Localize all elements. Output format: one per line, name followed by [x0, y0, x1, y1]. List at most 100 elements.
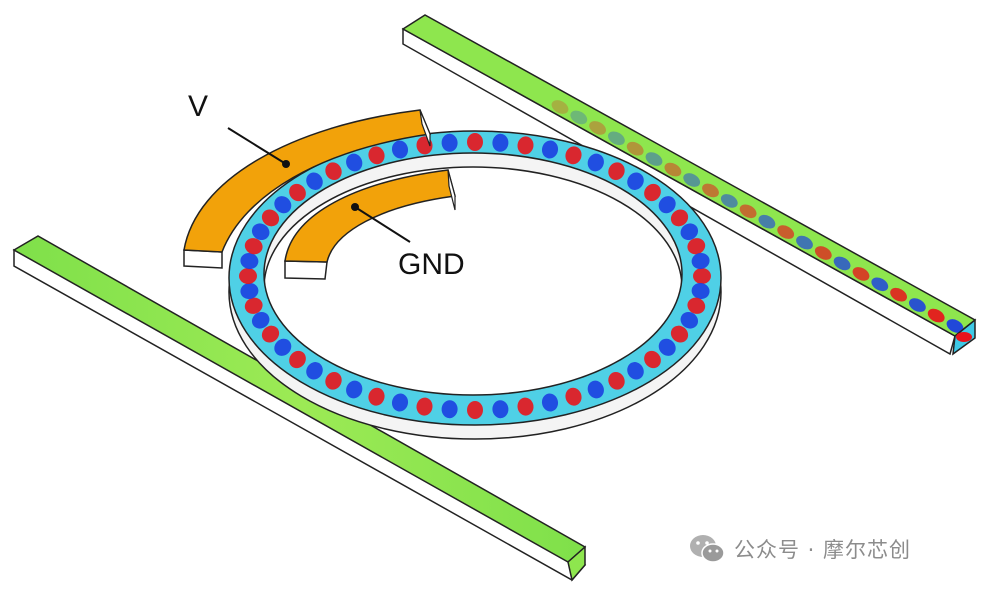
ring-mode-lobe — [239, 268, 257, 284]
ring-mode-lobe — [368, 146, 385, 165]
ring-mode-lobe — [306, 362, 323, 380]
outer-electrode-end — [419, 109, 431, 147]
ring-mode-lobe — [670, 325, 689, 343]
bus-mode-lobe — [852, 267, 870, 281]
ring-mode-lobe — [627, 362, 644, 380]
ring-mode-lobe — [691, 252, 710, 270]
ring-mode-lobe — [391, 140, 409, 159]
ring-mode-lobe — [541, 140, 559, 159]
watermark: 公众号 · 摩尔芯创 — [688, 529, 911, 569]
bus-mode-lobe — [608, 131, 625, 146]
ring-mode-lobe — [492, 133, 509, 152]
ring-mode-lobe — [687, 238, 706, 255]
bus-mode-lobe — [871, 277, 889, 292]
ring-mode-lobe — [587, 153, 604, 172]
ring-mode-lobe — [644, 350, 661, 369]
inner-electrode-end — [447, 169, 456, 211]
ring-mode-lobe — [306, 172, 323, 190]
ground-callout: GND — [351, 203, 465, 281]
ring-mode-lobe — [289, 350, 306, 369]
ring-mode-lobe — [670, 209, 689, 227]
ring-mode-lobe — [240, 252, 259, 270]
ring-mode-lobe — [517, 397, 534, 416]
ring-mode-lobe — [565, 387, 582, 406]
ring-mode-lobe — [658, 338, 676, 356]
bus-mode-lobe — [946, 319, 964, 333]
ring-mode-lobe — [441, 133, 458, 152]
ring-mode-lobe — [644, 183, 661, 202]
bus-mode-lobe — [683, 173, 701, 187]
ring-mode-lobe — [274, 338, 292, 356]
ring-mode-lobe — [251, 312, 270, 329]
outer-electrode-side — [183, 249, 223, 269]
bus-mode-lobe — [626, 141, 644, 156]
bus-mode-lobe — [702, 183, 719, 198]
ring-mode-lobe — [467, 133, 483, 151]
bus-lower-end — [567, 545, 586, 582]
bus-mode-lobe — [909, 298, 926, 312]
bus-waveguide-lower — [12, 235, 587, 582]
outer-electrode — [183, 109, 432, 269]
bus-mode-lobe — [645, 152, 663, 166]
bus-waveguide-upper — [401, 14, 977, 356]
ring-mode-lobe — [416, 397, 433, 416]
ring-mode-lobe — [325, 162, 342, 181]
ring-mode-lobe — [261, 325, 280, 343]
bus-mode-lobe — [927, 308, 945, 323]
ground-leader-line — [354, 206, 411, 243]
bus-mode-lobe — [833, 256, 851, 271]
ring-mode-lobe — [627, 172, 644, 190]
ring-mode-lobe — [244, 297, 263, 314]
ring-mode-lobe — [346, 153, 363, 172]
bus-mode-lobe — [664, 162, 682, 177]
ring-mode-lobe — [368, 387, 385, 406]
ring-mode-lobe — [680, 312, 699, 329]
ring-mode-lobe — [240, 282, 259, 300]
bus-mode-lobe — [796, 235, 813, 250]
ring-mode-lobe — [467, 401, 483, 419]
ring-mode-lobe — [251, 223, 270, 240]
ring-mode-lobe — [680, 223, 699, 240]
ring-mode-lobe — [441, 400, 458, 419]
inner-electrode-side — [284, 260, 328, 280]
ground-leader-dot — [351, 203, 359, 211]
wechat-icon — [690, 535, 725, 563]
ring-mode-lobe — [492, 400, 509, 419]
ring-mode-lobe — [244, 238, 263, 255]
ring-mode-lobe — [274, 196, 292, 214]
watermark-text: 公众号 · 摩尔芯创 — [734, 538, 912, 562]
ground-label: GND — [398, 248, 465, 281]
bus-upper-end-mode — [956, 332, 972, 342]
ring-mode-lobe — [587, 380, 604, 399]
ring-mode-lobe — [565, 146, 582, 165]
ring-mode-lobe — [346, 380, 363, 399]
ring-mode-lobe — [658, 196, 676, 214]
bus-mode-lobe — [758, 214, 776, 229]
ring-mode-lobe — [687, 297, 706, 314]
voltage-label: V — [188, 90, 208, 123]
bus-mode-lobe — [777, 225, 795, 239]
bus-mode-lobe — [589, 121, 606, 135]
ring-field-modes — [239, 133, 711, 419]
ring-mode-lobe — [261, 209, 280, 227]
voltage-leader-line — [227, 127, 287, 165]
voltage-callout: V — [188, 90, 290, 168]
ring-mode-lobe — [517, 136, 534, 155]
bus-mode-lobe — [739, 204, 757, 219]
ring-mode-lobe — [691, 282, 710, 300]
bus-mode-lobe — [720, 194, 738, 208]
bus-upper-field-modes — [551, 100, 964, 333]
ring-mode-lobe — [693, 268, 711, 284]
bus-mode-lobe — [570, 110, 588, 125]
ring-mode-lobe — [325, 371, 342, 390]
bus-mode-lobe — [890, 287, 907, 302]
bus-mode-lobe — [814, 246, 832, 260]
ring-mode-lobe — [608, 371, 625, 390]
ring-mode-lobe — [289, 183, 306, 202]
ring-mode-lobe — [541, 393, 559, 412]
voltage-leader-dot — [282, 160, 290, 168]
ring-mode-lobe — [608, 162, 625, 181]
bus-mode-lobe — [551, 100, 569, 114]
